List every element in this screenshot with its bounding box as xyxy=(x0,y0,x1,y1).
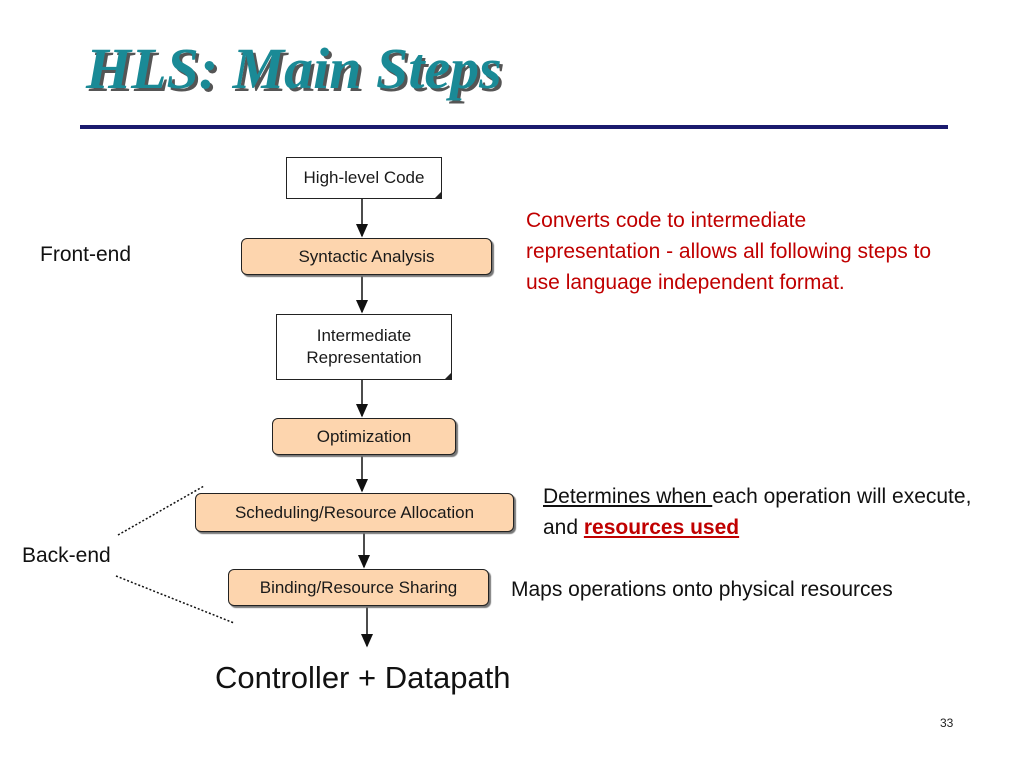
scheduling-note-underlined: Determines when xyxy=(543,485,713,508)
binding-label: Binding/Resource Sharing xyxy=(259,577,458,597)
page-number: 33 xyxy=(940,716,954,730)
binding-box: Binding/Resource Sharing xyxy=(228,569,489,606)
high-level-code-box: High-level Code xyxy=(286,157,442,199)
syntactic-analysis-box: Syntactic Analysis xyxy=(241,238,492,275)
high-level-code-label: High-level Code xyxy=(303,168,425,187)
front-end-note: Converts code to intermediate representa… xyxy=(526,209,932,294)
optimization-label: Optimization xyxy=(316,426,412,446)
title-underline xyxy=(80,125,948,129)
ir-label-line1: Intermediate xyxy=(316,326,412,345)
ir-label-line2: Representation xyxy=(306,348,422,367)
document-fold-icon xyxy=(444,372,452,380)
front-end-label: Front-end xyxy=(40,243,132,266)
backend-bracket-top xyxy=(117,485,205,536)
slide-title: HLS: Main Steps xyxy=(86,36,502,101)
output-label: Controller + Datapath xyxy=(215,660,511,695)
scheduling-note-text: each operation will execute, and xyxy=(543,485,972,539)
scheduling-box: Scheduling/Resource Allocation xyxy=(195,493,514,532)
intermediate-representation-box: Intermediate Representation xyxy=(276,314,452,380)
binding-note: Maps operations onto physical resources xyxy=(511,578,893,601)
syntactic-analysis-label: Syntactic Analysis xyxy=(298,246,435,266)
scheduling-note: Determines when each operation will exec… xyxy=(543,481,983,543)
scheduling-note-bold: resources used xyxy=(583,516,740,539)
scheduling-label: Scheduling/Resource Allocation xyxy=(234,502,475,522)
back-end-label: Back-end xyxy=(22,544,111,567)
document-fold-icon xyxy=(434,191,442,199)
optimization-box: Optimization xyxy=(272,418,456,455)
backend-bracket-bottom xyxy=(115,575,235,624)
